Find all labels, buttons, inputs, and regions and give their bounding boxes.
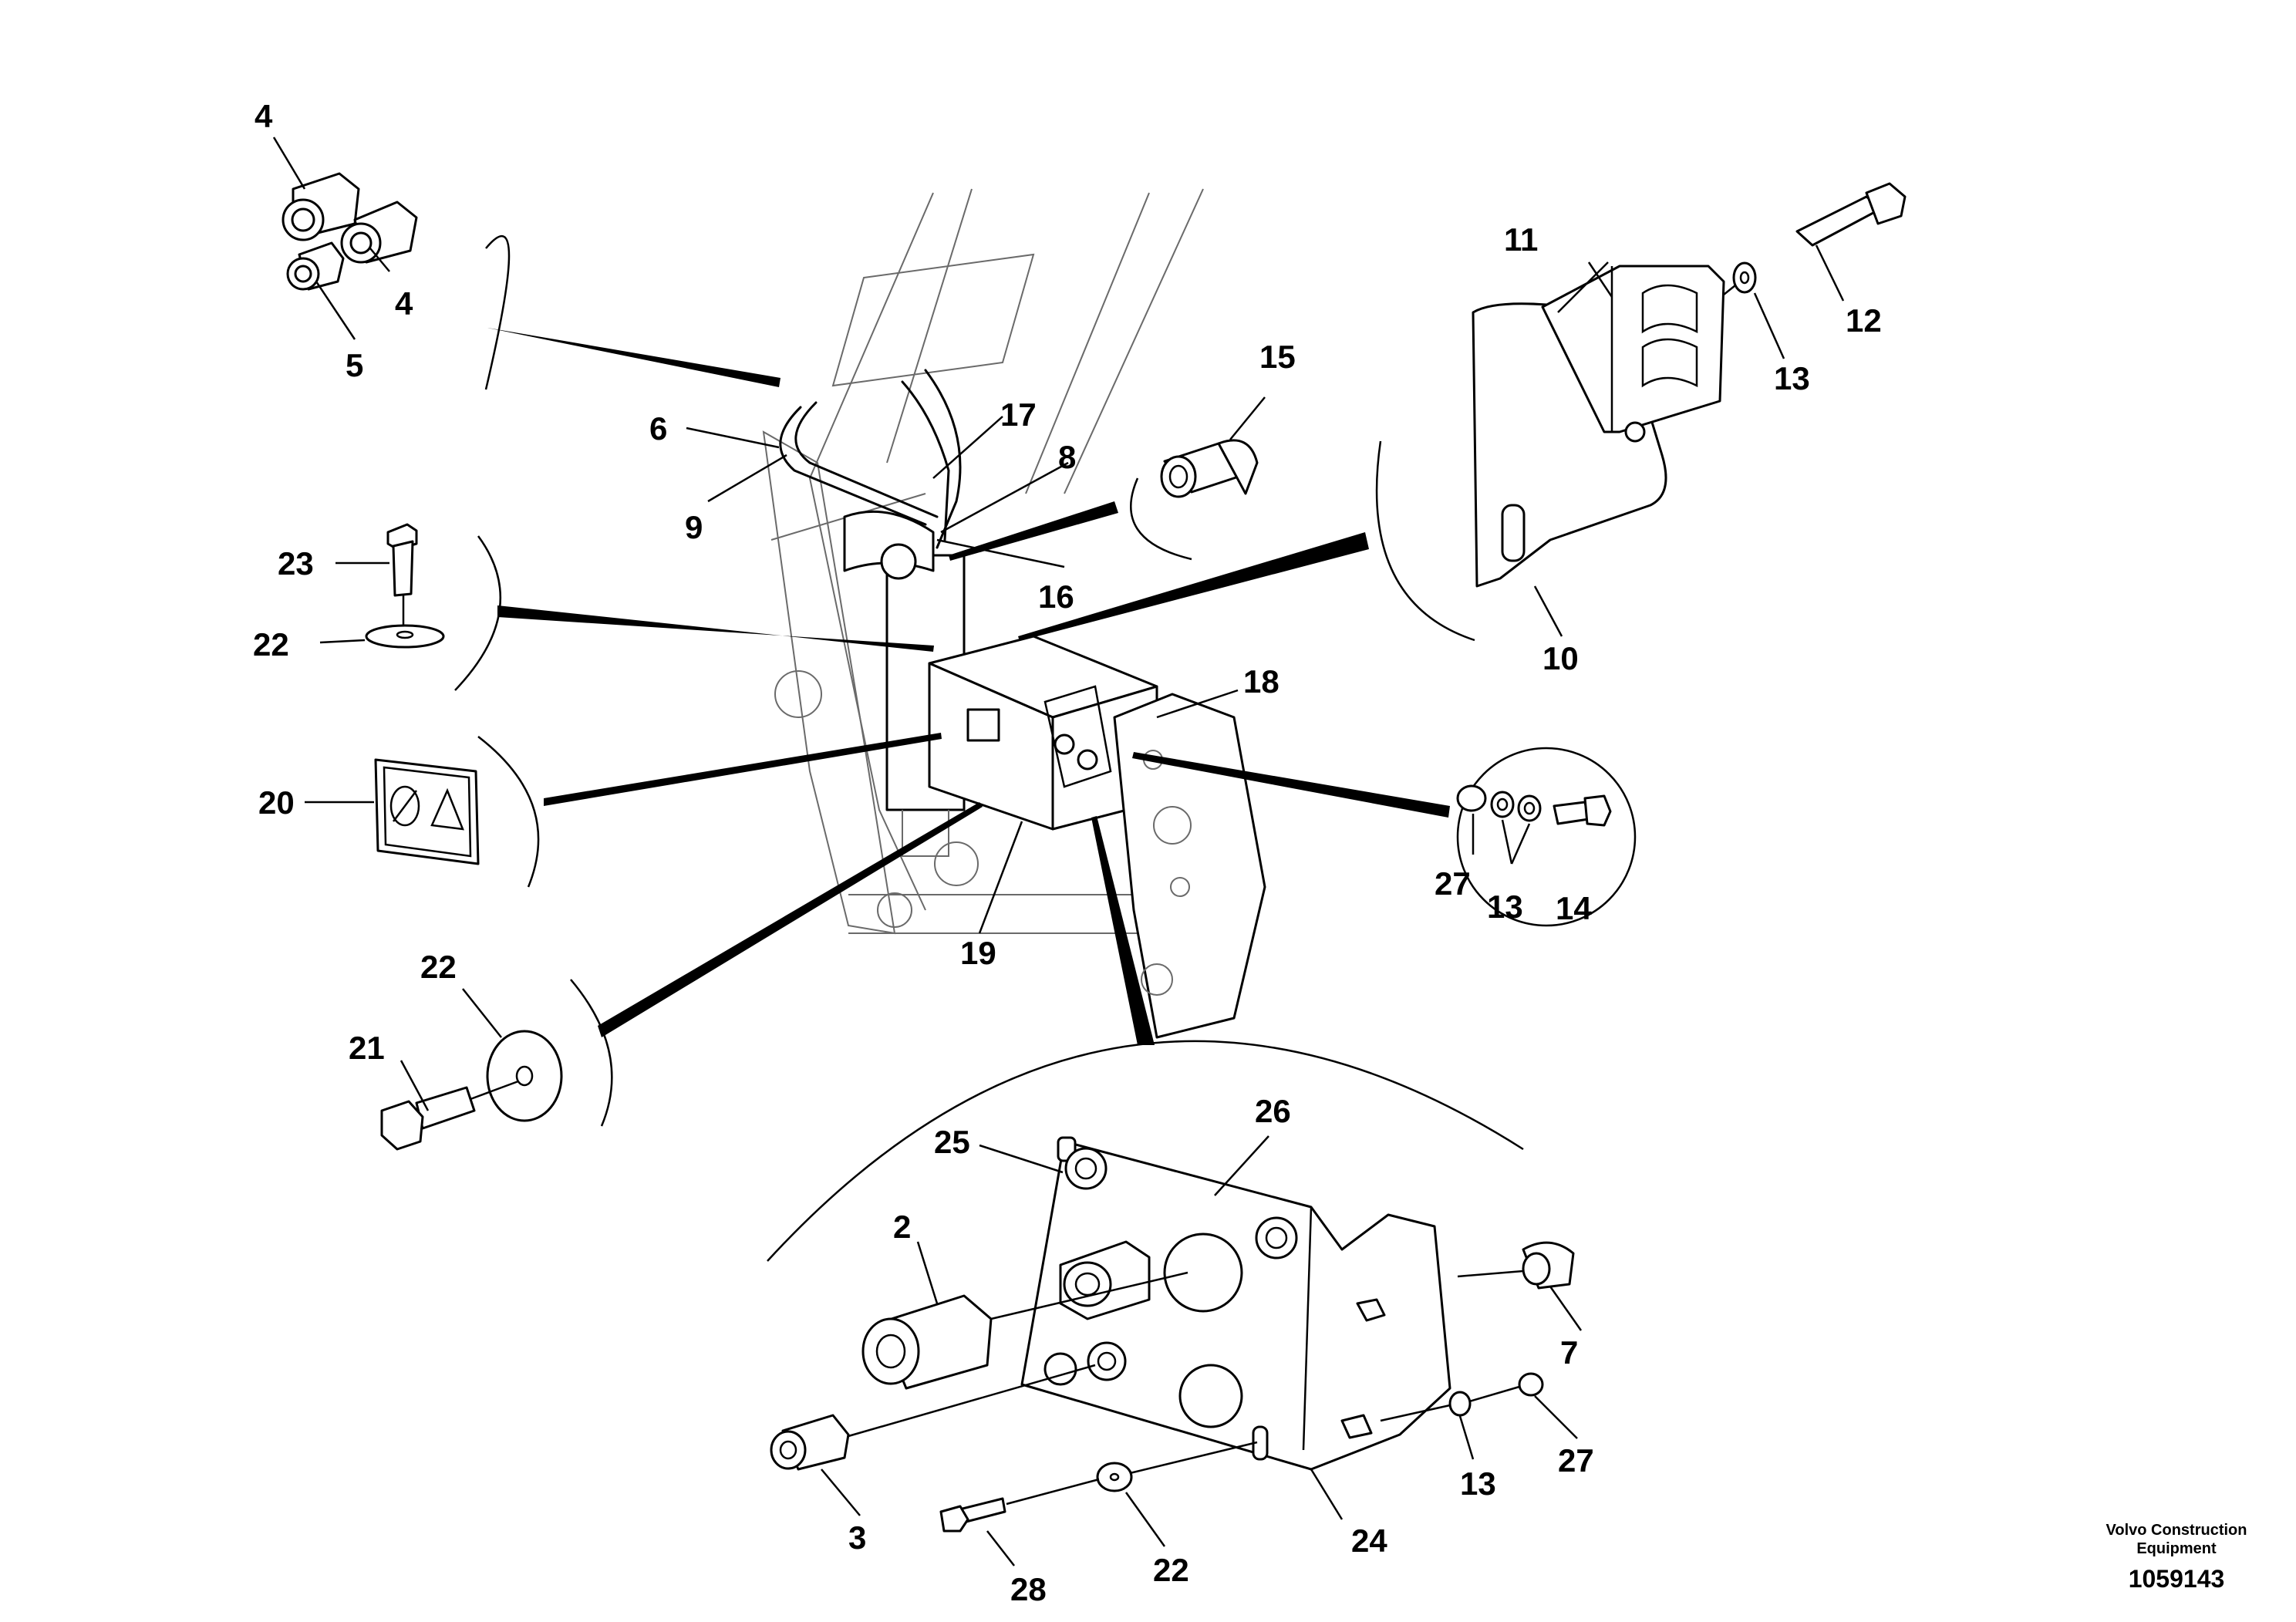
part-label-13-top: 13	[1774, 360, 1810, 396]
detail-callouts	[454, 234, 1637, 1262]
bracket-detail-24-28	[1020, 1136, 1451, 1471]
part-label-10: 10	[1542, 640, 1579, 676]
part-label-28: 28	[1010, 1571, 1047, 1607]
part-label-13-bottom: 13	[1460, 1465, 1496, 1502]
part-label-27-bottom: 27	[1558, 1442, 1594, 1479]
part-label-27-circle: 27	[1435, 865, 1471, 902]
part-label-24: 24	[1351, 1523, 1387, 1559]
part-label-12: 12	[1846, 302, 1882, 339]
part-label-15: 15	[1259, 339, 1296, 375]
valve-detail-10-11-12-13	[1472, 182, 1907, 588]
part-label-19: 19	[960, 935, 996, 971]
bolt-washer-21-22	[380, 1030, 563, 1151]
part-label-18: 18	[1243, 663, 1279, 700]
part-label-23: 23	[278, 545, 314, 582]
fitting-parts-4-5	[282, 172, 418, 291]
part-label-2: 2	[893, 1209, 911, 1245]
part-label-17: 17	[1000, 396, 1037, 433]
part-label-14: 14	[1556, 890, 1592, 926]
credit-line-2: Equipment	[2136, 1540, 2217, 1557]
part-label-8: 8	[1058, 439, 1076, 475]
part-label-20: 20	[258, 784, 295, 821]
part-label-3: 3	[848, 1519, 866, 1556]
part-label-22-upper: 22	[253, 626, 289, 663]
bolt-washer-22-23	[365, 523, 445, 649]
part-label-25: 25	[934, 1124, 970, 1160]
part-label-16: 16	[1038, 578, 1074, 615]
decal-20	[374, 758, 480, 865]
credit-block: Volvo Construction Equipment 1059143	[2106, 1522, 2247, 1593]
part-label-4-top: 4	[255, 98, 273, 134]
fitting-3	[770, 1364, 1096, 1471]
boom-assembly	[762, 188, 1266, 1039]
part-label-21: 21	[349, 1030, 385, 1066]
fitting-2	[861, 1271, 1188, 1390]
part-label-22-middle: 22	[420, 949, 457, 985]
part-label-13-circle: 13	[1487, 889, 1523, 925]
fitting-15	[1160, 439, 1259, 498]
part-label-5: 5	[346, 347, 363, 383]
part-number-labels: 4 4 5 6 9 17 8 16 15 11 12 13 10 23 22 1…	[253, 98, 1882, 1607]
bolt-28-washer-22	[939, 1441, 1258, 1533]
washer-nut-13-27	[1380, 1372, 1544, 1422]
part-label-6: 6	[649, 410, 667, 447]
leader-lines	[272, 137, 1845, 1566]
part-label-4-right: 4	[395, 285, 413, 322]
fitting-7	[1457, 1241, 1575, 1290]
part-label-7: 7	[1560, 1334, 1578, 1371]
part-label-22-bottom: 22	[1153, 1552, 1189, 1588]
part-label-26: 26	[1255, 1093, 1291, 1129]
detail-27-13-14	[1456, 784, 1612, 827]
credit-line-1: Volvo Construction	[2106, 1522, 2247, 1539]
drawing-number: 1059143	[2129, 1565, 2225, 1593]
part-label-11: 11	[1504, 221, 1538, 258]
part-label-9: 9	[685, 509, 703, 545]
